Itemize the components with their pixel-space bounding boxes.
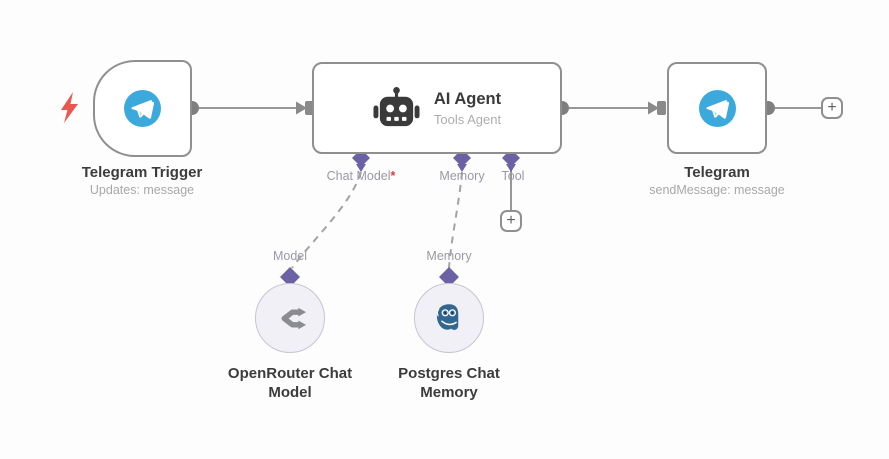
add-tool-button[interactable]: +: [500, 210, 522, 232]
robot-icon: [373, 87, 420, 127]
ai-agent-title: AI Agent: [433, 90, 502, 108]
openrouter-chat-model-title: OpenRouter Chat Model: [227, 365, 353, 401]
node-telegram[interactable]: [667, 62, 767, 154]
tool-port-label: Tool: [501, 169, 525, 183]
node-ai-agent[interactable]: AI Agent Tools Agent: [312, 62, 562, 154]
postgres-icon: [436, 304, 459, 330]
telegram-trigger-title: Telegram Trigger: [81, 164, 203, 181]
telegram-icon: [698, 89, 736, 127]
openrouter-model-port[interactable]: [280, 267, 300, 287]
lightning-bolt-icon: [61, 92, 78, 123]
telegram-trigger-subtitle: Updates: message: [89, 183, 195, 197]
agent-input-arrow[interactable]: [296, 101, 307, 115]
telegram-input-arrow[interactable]: [648, 101, 659, 115]
telegram-input-port[interactable]: [657, 101, 666, 115]
chat-model-port-label: Chat Model*: [326, 169, 396, 183]
plus-icon: +: [506, 212, 516, 229]
plus-icon: +: [827, 99, 837, 116]
node-telegram-trigger[interactable]: [93, 60, 192, 157]
node-openrouter-chat-model[interactable]: [255, 283, 325, 353]
ai-agent-subtitle: Tools Agent: [433, 112, 502, 127]
agent-input-port[interactable]: [305, 101, 314, 115]
node-postgres-chat-memory[interactable]: [414, 283, 484, 353]
postgres-memory-label: Memory: [426, 249, 472, 263]
postgres-memory-port[interactable]: [439, 267, 459, 287]
connection-chatmodel-dashed: [291, 171, 362, 269]
telegram-subtitle: sendMessage: message: [649, 183, 785, 197]
telegram-title: Telegram: [684, 164, 750, 181]
postgres-chat-memory-title: Postgres Chat Memory: [398, 365, 500, 401]
openrouter-icon: [281, 307, 306, 329]
openrouter-model-label: Model: [272, 249, 308, 263]
memory-port-label: Memory: [439, 169, 485, 183]
telegram-icon: [124, 90, 161, 127]
required-marker: *: [390, 169, 396, 183]
add-next-node-button[interactable]: +: [821, 97, 843, 119]
